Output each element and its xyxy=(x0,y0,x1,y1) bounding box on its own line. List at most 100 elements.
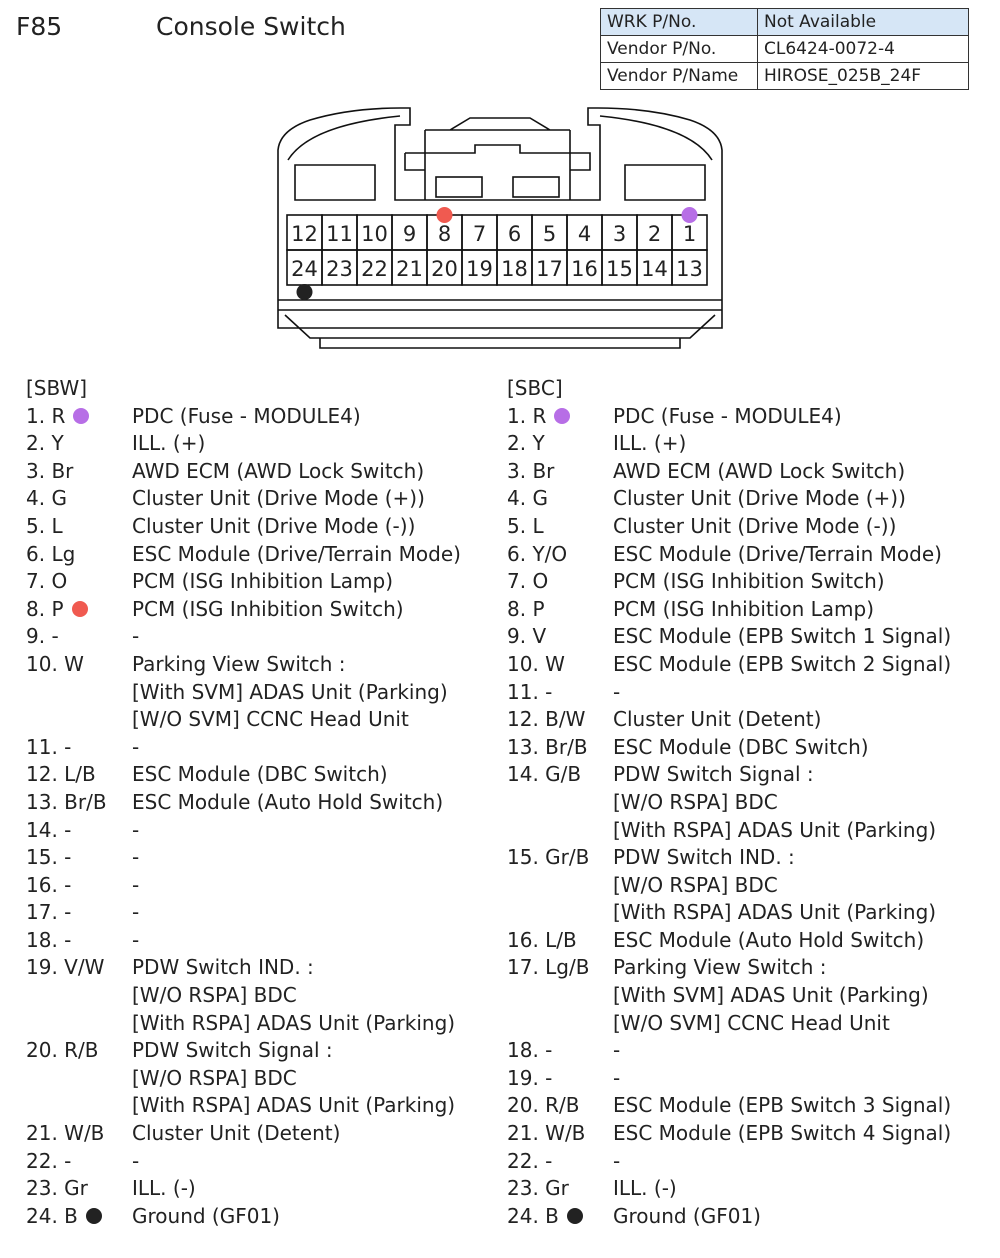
pin-description: ESC Module (DBC Switch) xyxy=(613,734,869,759)
pin-wire: 1. R xyxy=(507,403,571,431)
pin-number: 2 xyxy=(648,222,661,246)
pin-wire-label: 1. R xyxy=(26,403,66,428)
pin-description: PDW Switch Signal : xyxy=(613,762,814,787)
pin-description: PDC (Fuse - MODULE4) xyxy=(613,403,842,428)
connector-name: Console Switch xyxy=(156,12,346,41)
pin-description: ESC Module (Drive/Terrain Mode) xyxy=(613,541,942,566)
pin-wire: 17. - xyxy=(26,899,71,927)
pin-row: [W/O RSPA] BDC xyxy=(26,1065,297,1093)
pin-description: - xyxy=(613,1148,621,1173)
pin-description: PDW Switch IND. : xyxy=(613,845,795,870)
pin-row: [With SVM] ADAS Unit (Parking) xyxy=(26,679,448,707)
pin-row: 19. -- xyxy=(507,1065,620,1093)
pin-wire-label: 17. Lg/B xyxy=(507,955,590,980)
connector-code: F85 xyxy=(16,12,63,41)
pin-number: 24 xyxy=(291,257,318,281)
pin-row: 5. L Cluster Unit (Drive Mode (-)) xyxy=(26,513,415,541)
pin-wire-label: 1. R xyxy=(507,403,547,428)
pin-row: 21. W/B Cluster Unit (Detent) xyxy=(26,1120,340,1148)
pin-description: [W/O SVM] CCNC Head Unit xyxy=(613,1010,890,1035)
pin-wire-label: 22. - xyxy=(507,1148,553,1173)
pin-wire-label: 3. Br xyxy=(507,458,555,483)
pin-wire-label: 2. Y xyxy=(26,431,64,456)
pin-description: [W/O RSPA] BDC xyxy=(132,983,297,1008)
pin-wire: 21. W/B xyxy=(26,1120,104,1148)
pin-description: - xyxy=(613,1038,621,1063)
pin-wire-label: 18. - xyxy=(26,927,72,952)
pin-color-dot-icon xyxy=(71,600,88,617)
pin-description: - xyxy=(132,624,140,649)
pin-wire-label: 22. - xyxy=(26,1148,72,1173)
pin-wire: 18. - xyxy=(507,1037,552,1065)
info-label: Vendor P/No. xyxy=(600,35,758,63)
pin-description: - xyxy=(132,734,140,759)
pin-number: 7 xyxy=(473,222,486,246)
pin-description: PCM (ISG Inhibition Switch) xyxy=(613,569,885,594)
pin-wire-label: 14. G/B xyxy=(507,762,582,787)
pin-row: 17. -- xyxy=(26,899,139,927)
pin-description: PDW Switch IND. : xyxy=(132,955,314,980)
pin-wire-label: 19. - xyxy=(507,1065,553,1090)
pin-number: 23 xyxy=(326,257,353,281)
pin-wire-label: 24. B xyxy=(507,1203,559,1228)
pin-description: ILL. (+) xyxy=(613,431,687,456)
pin-description: Cluster Unit (Drive Mode (-)) xyxy=(132,513,416,538)
pin-color-dot-icon xyxy=(73,407,90,424)
pin-description: AWD ECM (AWD Lock Switch) xyxy=(132,458,425,483)
pin-wire-label: 12. L/B xyxy=(26,762,96,787)
pin-wire-label: 10. W xyxy=(507,651,565,676)
pin-description: ESC Module (Drive/Terrain Mode) xyxy=(132,541,461,566)
pin-wire: 24. B xyxy=(507,1203,583,1231)
pin-wire-label: 4. G xyxy=(26,486,67,511)
pin-row: [With SVM] ADAS Unit (Parking) xyxy=(507,982,929,1010)
pin-row: [W/O RSPA] BDC xyxy=(507,872,778,900)
pin-wire: 1. R xyxy=(26,403,90,431)
sbc-rows: 1. R PDC (Fuse - MODULE4) 2. Y ILL. (+) 3. B… xyxy=(507,403,951,1231)
pin-description: ESC Module (EPB Switch 2 Signal) xyxy=(613,651,952,676)
pin-description: [With RSPA] ADAS Unit (Parking) xyxy=(132,1010,456,1035)
pin-number: 18 xyxy=(501,257,528,281)
pin-description: ESC Module (Auto Hold Switch) xyxy=(132,789,444,814)
pin-number: 20 xyxy=(431,257,458,281)
pin-wire: 4. G xyxy=(26,485,67,513)
pin-wire-label: 13. Br/B xyxy=(26,789,107,814)
pin-wire-label: 14. - xyxy=(26,817,72,842)
pin-wire-label: 21. W/B xyxy=(507,1121,586,1146)
pin-number: 10 xyxy=(361,222,388,246)
pin-wire-label: 9. - xyxy=(26,624,59,649)
info-label: WRK P/No. xyxy=(600,8,758,36)
pin-wire-label: 5. L xyxy=(26,513,63,538)
pin-row: 18. - - xyxy=(507,1037,620,1065)
pin-cell xyxy=(671,249,708,286)
pin-description: Cluster Unit (Detent) xyxy=(132,1121,341,1146)
pin-wire: 19. - xyxy=(507,1065,552,1093)
pin-row: [With RSPA] ADAS Unit (Parking) xyxy=(507,817,936,845)
pin-wire: 3. Br xyxy=(507,458,554,486)
pin-number: 16 xyxy=(571,257,598,281)
pin-row: [W/O SVM] CCNC Head Unit xyxy=(26,706,409,734)
pin-row: 10. W ESC Module (EPB Switch 2 Signal) xyxy=(507,651,951,679)
pin-wire: 10. W xyxy=(507,651,565,679)
pin-wire-label: 24. B xyxy=(26,1203,78,1228)
pin-wire-label: 23. Gr xyxy=(26,1176,88,1201)
pin-wire-label: 2. Y xyxy=(507,431,545,456)
pin-description: PCM (ISG Inhibition Switch) xyxy=(132,596,404,621)
pin-number: 5 xyxy=(543,222,556,246)
pin-wire: 10. W xyxy=(26,651,84,679)
pin-wire: 22. - xyxy=(507,1148,552,1176)
pin-marker-dot xyxy=(436,207,453,223)
pin-wire: 17. Lg/B xyxy=(507,954,589,982)
pin-number: 1 xyxy=(683,222,696,246)
section-label: [SBW] xyxy=(26,376,88,400)
pin-row: 11. -- xyxy=(507,679,620,707)
pin-wire-label: 16. - xyxy=(26,872,72,897)
